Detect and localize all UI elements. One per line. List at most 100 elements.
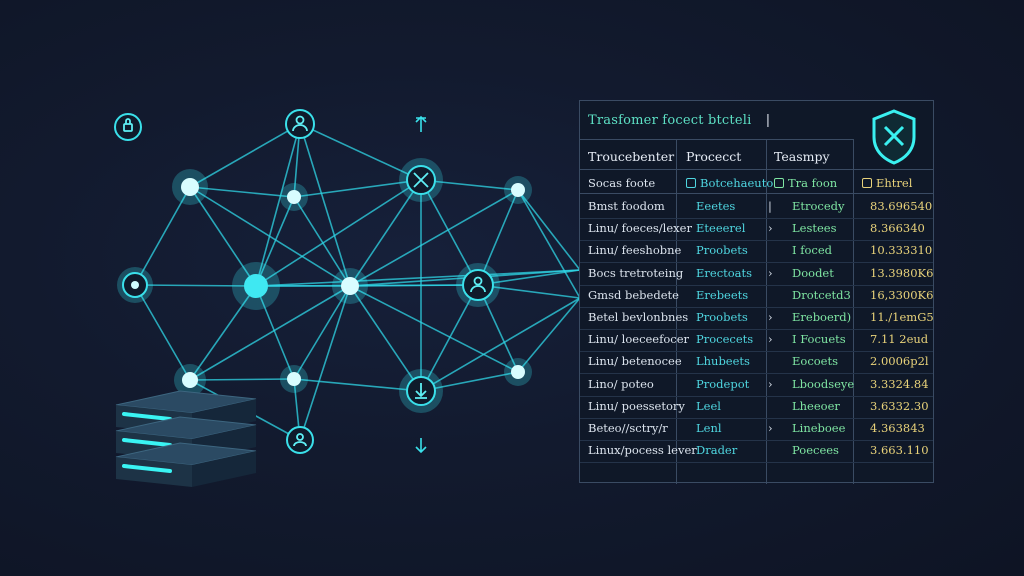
table-cell-name: Lino/ poteo — [588, 376, 654, 391]
network-edge — [517, 189, 581, 271]
table-cell-name: Linu/ loeceefocer — [588, 332, 690, 347]
table-cell-process: Procecets — [696, 332, 754, 347]
network-edge — [299, 123, 351, 287]
network-edge — [293, 378, 422, 392]
table-divider — [580, 193, 933, 194]
table-cell-value: 3.6332.30 — [870, 398, 929, 413]
table-cell-process: Proobets — [696, 243, 748, 258]
network-edge — [293, 285, 351, 380]
subheader-cell: Botcehaeuto — [686, 176, 773, 190]
server-unit — [115, 442, 257, 487]
network-edge — [189, 186, 257, 287]
network-edge — [134, 284, 191, 381]
table-cell-value: 3.3324.84 — [870, 376, 929, 391]
table-divider — [580, 139, 853, 140]
row-divider — [580, 306, 933, 308]
table-cell-process: Proobets — [696, 310, 748, 324]
subheader-label: Socas foote — [588, 176, 656, 190]
network-edge — [255, 179, 422, 287]
row-divider — [580, 373, 933, 375]
network-edge — [299, 285, 351, 441]
network-edge — [255, 123, 301, 287]
table-cell-process: Erebeets — [696, 287, 749, 302]
subheader-label: Botcehaeuto — [700, 176, 774, 190]
table-cell-name: Linu/ feeshobne — [588, 243, 682, 258]
row-arrow-icon: › — [768, 376, 773, 391]
network-edge — [349, 189, 519, 287]
row-divider — [580, 395, 933, 397]
table-cell-type: Eocoets — [792, 354, 839, 369]
row-divider — [580, 284, 933, 286]
table-cell-value: 10.333310 — [870, 243, 933, 258]
network-node — [504, 358, 532, 386]
network-edge — [420, 179, 519, 191]
network-edge — [420, 284, 479, 392]
row-divider — [580, 462, 933, 464]
table-cell-value: 4.363843 — [870, 421, 925, 435]
check-icon — [862, 178, 872, 188]
table-cell-process: Leel — [696, 398, 721, 413]
network-edge — [349, 285, 422, 392]
subheader-cell: Tra foon — [774, 176, 837, 190]
network-edge — [255, 285, 295, 380]
network-node — [332, 268, 368, 304]
row-divider — [580, 417, 933, 419]
user-icon — [456, 263, 500, 307]
network-node — [172, 169, 208, 205]
table-cell-value: 13.3980K6 — [870, 265, 934, 280]
lock-icon — [114, 113, 142, 141]
network-edge — [189, 123, 301, 188]
network-node — [280, 183, 308, 211]
row-arrow-icon: › — [768, 332, 773, 347]
table-cell-type: I Focuets — [792, 332, 846, 347]
row-arrow-icon: › — [768, 265, 773, 280]
table-cell-process: Prodepot — [696, 376, 750, 391]
table-cell-type: I foced — [792, 243, 832, 258]
network-node — [504, 176, 532, 204]
table-cell-name: Betel bevlonbnes — [588, 310, 689, 324]
table-cell-value: 2.0006p2l — [870, 354, 929, 369]
table-cell-name: Linu/ poessetory — [588, 398, 685, 413]
table-cell-type: Ereboerd) — [792, 310, 852, 324]
column-header: Procecct — [686, 149, 742, 164]
column-header: Teasmpy — [774, 149, 830, 164]
table-cell-value: 16,3300K6 — [870, 287, 934, 302]
network-edge — [189, 186, 295, 198]
table-cell-type: Lestees — [792, 221, 837, 236]
table-cell-process: Lhubeets — [696, 354, 750, 369]
network-node — [174, 364, 206, 396]
table-cell-process: Lenl — [696, 421, 722, 435]
table-cell-process: Eteeerel — [696, 221, 746, 236]
column-separator — [853, 139, 854, 484]
download-icon — [399, 369, 443, 413]
network-edge — [420, 297, 581, 392]
network-edge — [517, 297, 581, 373]
subheader-cell: Ehtrel — [862, 176, 912, 190]
table-divider — [580, 169, 933, 170]
network-edge — [477, 189, 519, 286]
network-edge — [477, 269, 581, 286]
row-divider — [580, 351, 933, 353]
network-edge — [293, 196, 351, 287]
row-divider — [580, 218, 933, 219]
row-arrow-icon: › — [768, 221, 773, 236]
network-edge — [189, 285, 351, 381]
table-cell-type: Lboodseye — [792, 376, 855, 391]
arrow-down-icon — [415, 438, 427, 454]
table-cell-value: 7.11 2eud — [870, 332, 929, 347]
network-edge — [477, 284, 581, 299]
table-cell-name: Beteo//sctry/r — [588, 421, 668, 435]
table-cell-type: Lheeoer — [792, 398, 840, 413]
subheader-cell: Socas foote — [588, 176, 655, 190]
column-separator — [676, 139, 677, 484]
network-node — [280, 365, 308, 393]
table-cell-process: Drader — [696, 443, 738, 458]
table-cell-type: Drotcetd3 — [792, 287, 851, 302]
panel-title: Trasfomer focect btcteli | — [588, 113, 771, 128]
location-icon — [286, 426, 314, 454]
network-edge — [349, 179, 422, 287]
table-cell-value: 8.366340 — [870, 221, 925, 236]
subheader-label: Ehtrel — [876, 176, 913, 190]
